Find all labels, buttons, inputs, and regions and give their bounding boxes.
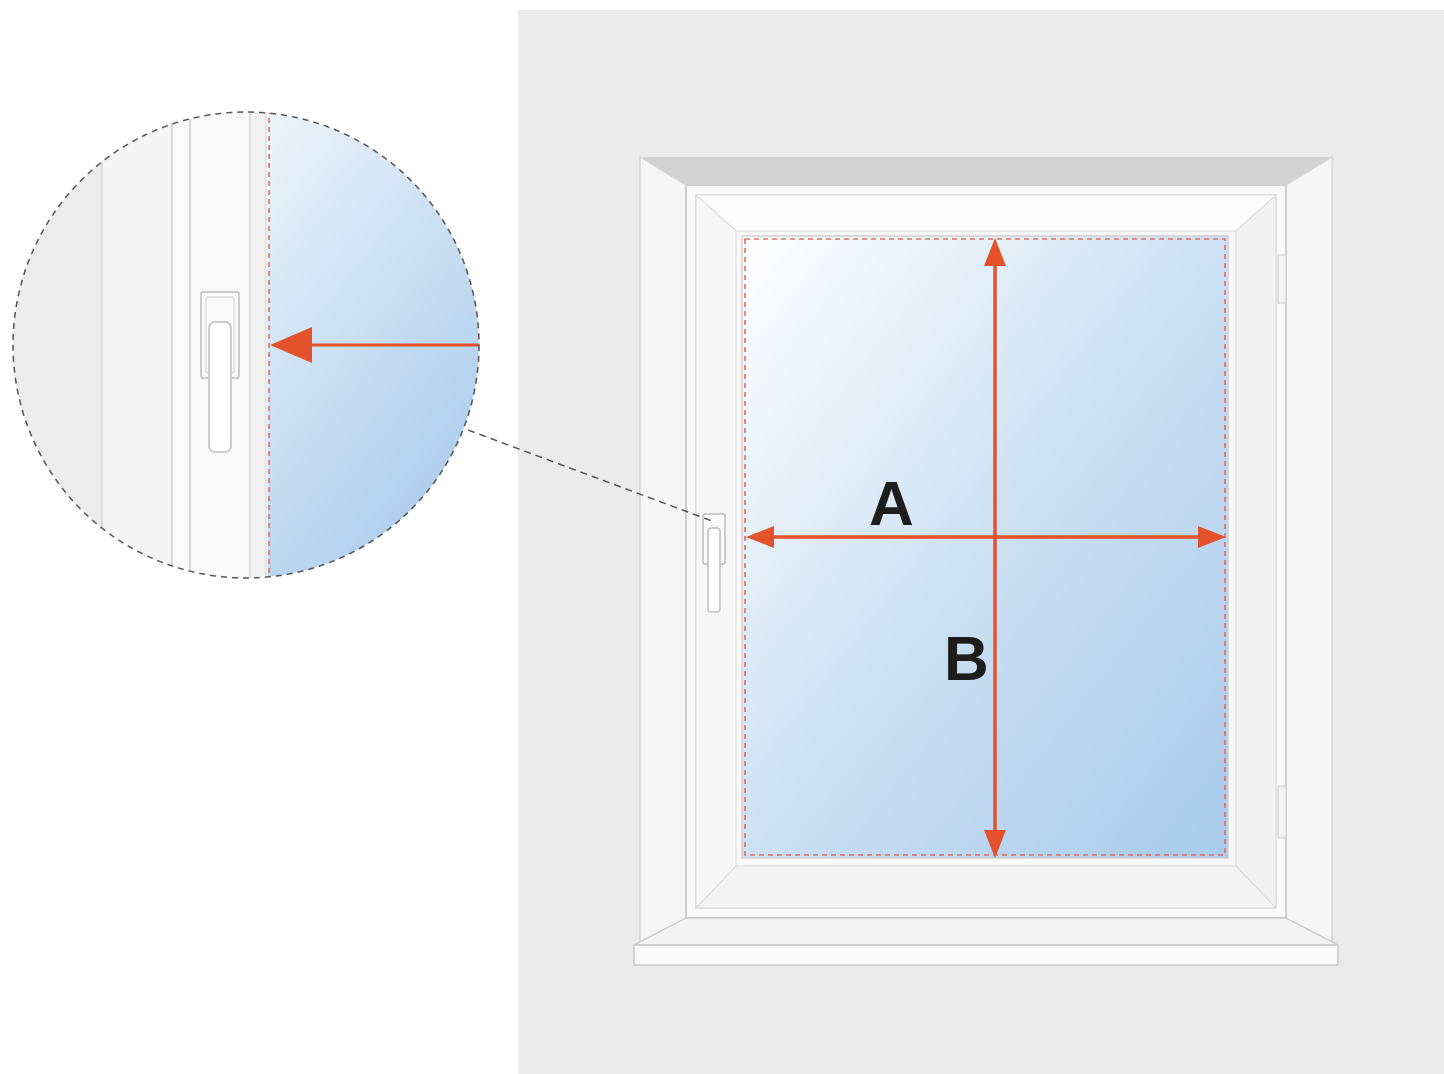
detail-sash-edge xyxy=(249,112,267,578)
window-reveal-top xyxy=(640,157,1332,185)
magnifier-circle-outline xyxy=(12,111,480,579)
window-handle-icon xyxy=(702,513,726,613)
sash-bevel-right xyxy=(1235,193,1277,910)
detail-reveal xyxy=(101,112,173,578)
glass-dashed-outline xyxy=(744,238,1226,856)
window-reveal-left xyxy=(639,155,687,947)
window-reveal-right xyxy=(1285,155,1333,947)
height-arrow-head-bottom xyxy=(984,830,1006,858)
hinge-top xyxy=(1277,254,1287,304)
window-sill-top xyxy=(633,917,1339,946)
sash-bevel-bottom xyxy=(694,865,1278,909)
measure-arrows xyxy=(746,238,1226,858)
detail-wall xyxy=(13,112,102,578)
height-arrow-head-top xyxy=(984,238,1006,266)
window-glass xyxy=(741,235,1229,859)
callout-connector xyxy=(467,429,713,522)
width-arrow-head-right xyxy=(1198,526,1226,548)
detail-handle-icon xyxy=(200,291,240,453)
detail-arrow-head xyxy=(270,327,312,363)
window xyxy=(633,155,1339,966)
window-sill xyxy=(633,944,1339,966)
width-label: A xyxy=(869,470,914,539)
width-arrow-head-left xyxy=(746,526,774,548)
height-label: B xyxy=(944,625,989,694)
hinge-bottom xyxy=(1277,785,1287,839)
magnifier-detail-circle xyxy=(12,111,480,579)
detail-frame xyxy=(171,112,191,578)
sash-bevel-top xyxy=(694,194,1278,232)
